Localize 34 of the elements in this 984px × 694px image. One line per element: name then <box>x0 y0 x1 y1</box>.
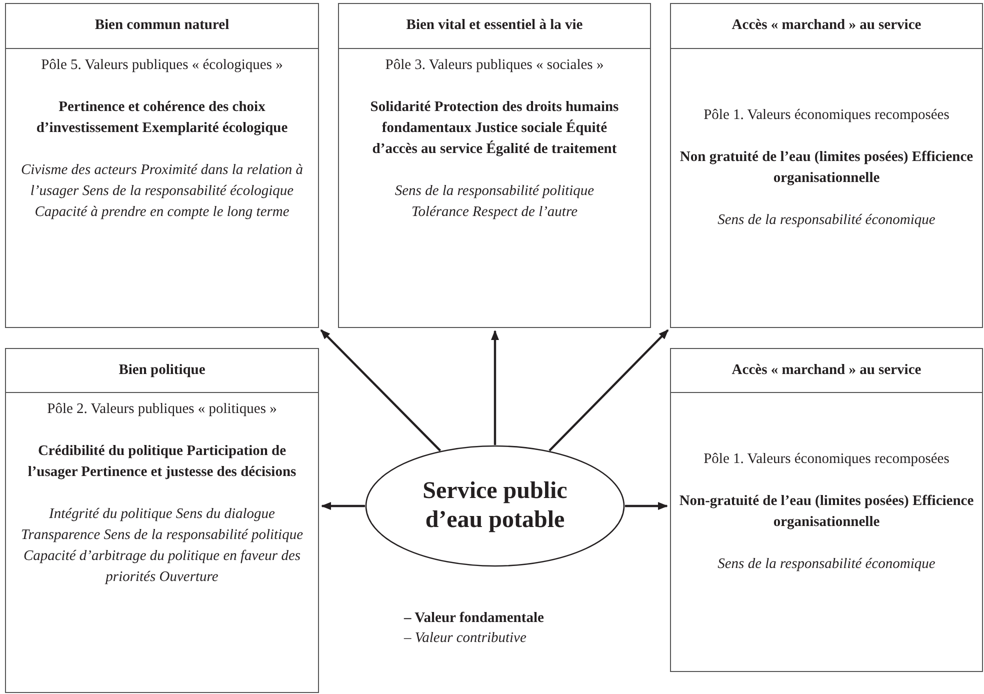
core-values: Crédibilité du politique Participation de l’usager Pertinence et justesse des décisions <box>26 442 298 482</box>
arrow <box>321 502 365 510</box>
legend-note: – Valeur contributive <box>404 629 526 648</box>
value-box <box>5 3 319 328</box>
contributing-values: Sens de la responsabilité économique <box>718 211 936 230</box>
core-values: Non gratuité de l’eau (limites posées) Efficience organisationnelle <box>678 148 974 188</box>
contributing-values: Sens de la responsabilité économique <box>718 555 936 574</box>
legend-note: – Valeur fondamentale <box>404 609 544 628</box>
box-heading: Bien politique <box>118 360 206 380</box>
contributing-values: Sens de la responsabilité politique Tolérance Respect de l’autre <box>394 182 596 222</box>
arrow <box>491 330 499 445</box>
ellipse-node <box>365 445 625 567</box>
core-values: Solidarité Protection des droits humains fondamentaux Justice sociale Équité d’accès au service Égalité de traitement <box>369 98 620 159</box>
arrow <box>625 502 668 510</box>
value-box <box>670 3 983 328</box>
value-box <box>5 348 319 693</box>
pole-title: Pôle 1. Valeurs économiques recomposées <box>704 106 950 125</box>
pole-title: Pôle 1. Valeurs économiques recomposées <box>704 450 950 469</box>
arrow <box>548 329 669 452</box>
value-box <box>338 3 651 328</box>
pole-title: Pôle 5. Valeurs publiques « écologiques » <box>41 56 283 75</box>
box-heading: Bien vital et essentiel à la vie <box>406 16 583 36</box>
node-title: Service public d’eau potable <box>422 477 568 535</box>
value-box <box>670 348 983 672</box>
pole-title: Pôle 3. Valeurs publiques « sociales » <box>385 56 604 75</box>
box-heading: Accès « marchand » au service <box>732 16 922 36</box>
contributing-values: Civisme des acteurs Proximité dans la relation à l’usager Sens de la responsabilité écologique Capacité à prendre en compte le long terme <box>20 161 304 222</box>
arrow <box>320 329 442 452</box>
box-heading: Bien commun naturel <box>94 16 230 36</box>
core-values: Non-gratuité de l’eau (limites posées) Efficience organisationnelle <box>678 492 975 532</box>
core-values: Pertinence et cohérence des choix d’investissement Exemplarité écologique <box>35 98 289 138</box>
box-heading: Accès « marchand » au service <box>732 360 922 380</box>
pole-title: Pôle 2. Valeurs publiques « politiques » <box>47 400 277 419</box>
contributing-values: Intégrité du politique Sens du dialogue Transparence Sens de la responsabilité politique Capacité d’arbitrage du politique en faveur des priorités Ouverture <box>20 505 304 587</box>
